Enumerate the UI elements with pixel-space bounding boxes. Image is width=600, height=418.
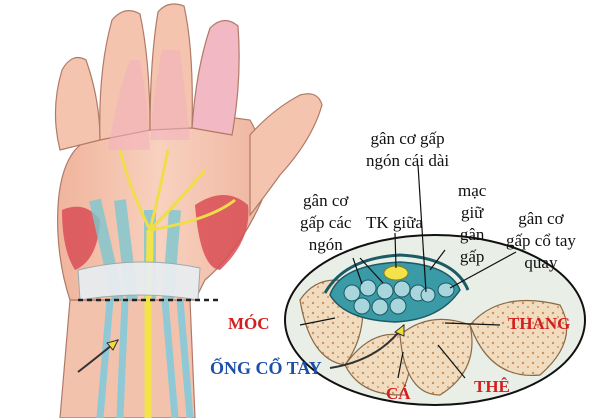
label-capitate: CẢ [386,384,411,403]
label-flexor-digitorum: gân cơ gấp các ngón [300,191,352,254]
label-trapezoid: THÊ [474,377,510,396]
label-flexor-carpi-radialis: gân cơ gấp cổ tay quay [506,209,576,272]
label-trapezium: THANG [508,314,571,333]
label-hamate: MÓC [228,314,270,333]
label-carpal-tunnel: ỐNG CỔ TAY [210,358,322,378]
label-flexor-pollicis-longus: gân cơ gấp ngón cái dài [366,129,450,170]
hand [54,3,323,418]
label-flexor-retinaculum: mạc giữ gân gấp [458,181,487,266]
label-median-nerve: TK giữa [366,213,423,232]
wrist-cross-section [284,164,586,406]
